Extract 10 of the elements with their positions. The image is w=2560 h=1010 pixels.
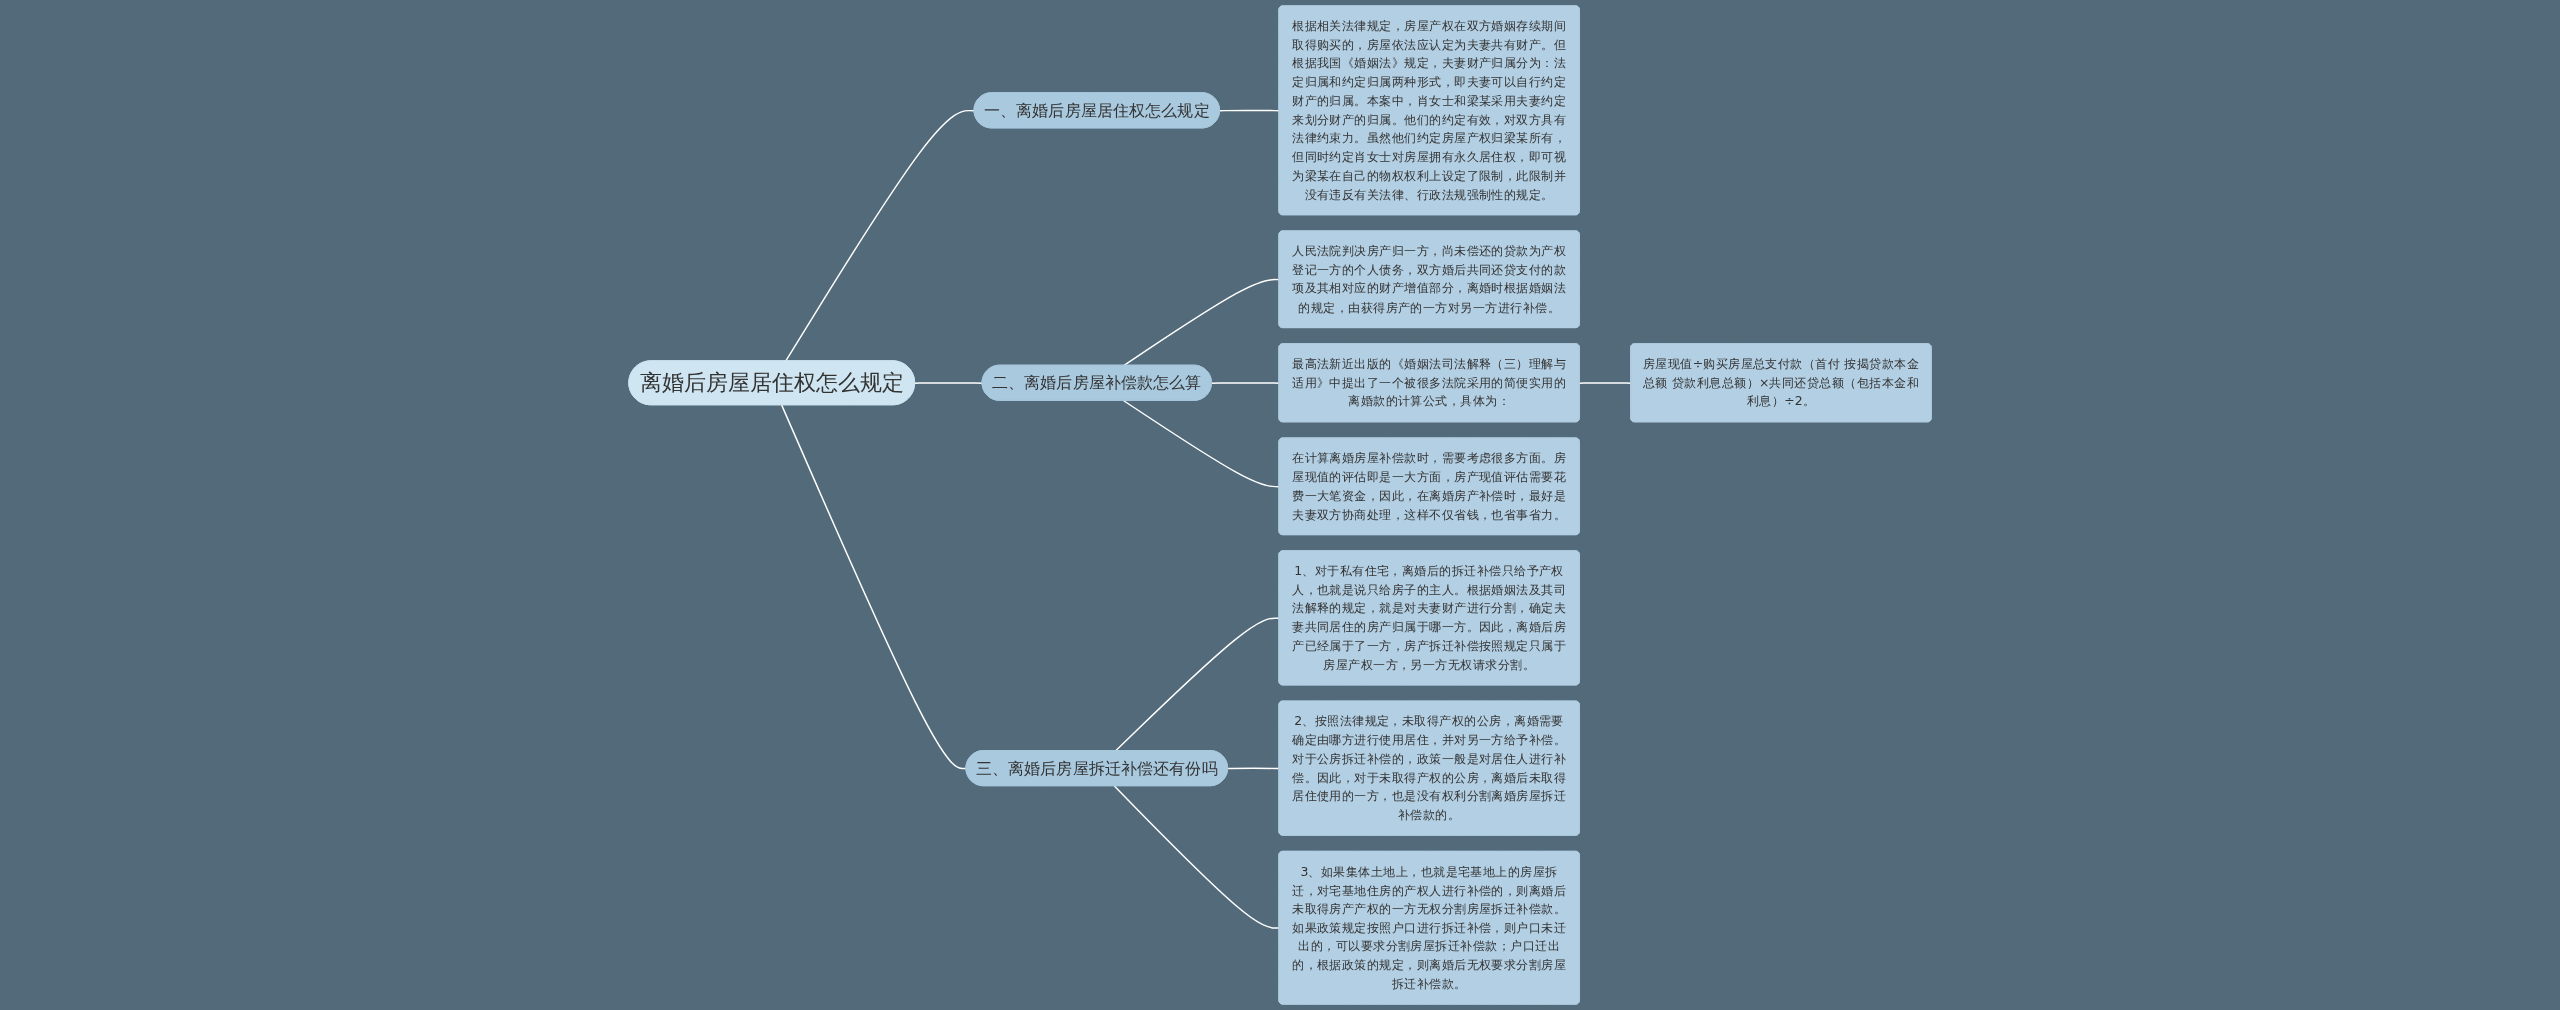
connector: [780, 404, 968, 770]
connector: [914, 382, 984, 384]
connector: [1211, 382, 1280, 384]
connector: [1579, 382, 1632, 384]
connector: [1113, 785, 1280, 929]
connector: [1122, 278, 1280, 367]
connector: [1122, 400, 1280, 488]
connector: [1227, 767, 1280, 770]
connector: [1114, 617, 1280, 752]
connector: [1219, 109, 1280, 112]
